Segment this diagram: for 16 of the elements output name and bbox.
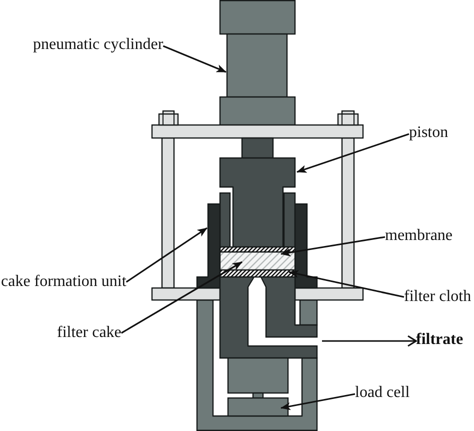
part-label: filter cake	[57, 324, 122, 342]
part-label: membrane	[385, 227, 453, 245]
part-label: piston	[409, 124, 448, 142]
output-label: filtrate	[416, 331, 464, 349]
leader-line	[280, 236, 386, 256]
part-label: load cell	[355, 384, 410, 402]
part-label: filter cloth	[404, 288, 472, 306]
leader-line	[162, 45, 226, 73]
flow-arrow	[322, 335, 417, 347]
part-label: pneumatic cyclinder	[33, 36, 164, 54]
leader-line	[126, 227, 208, 283]
leader-line	[288, 270, 404, 298]
leader-line	[121, 261, 242, 334]
leader-line	[280, 393, 356, 410]
leader-line	[296, 133, 410, 173]
part-label: cake formation unit	[1, 273, 126, 291]
